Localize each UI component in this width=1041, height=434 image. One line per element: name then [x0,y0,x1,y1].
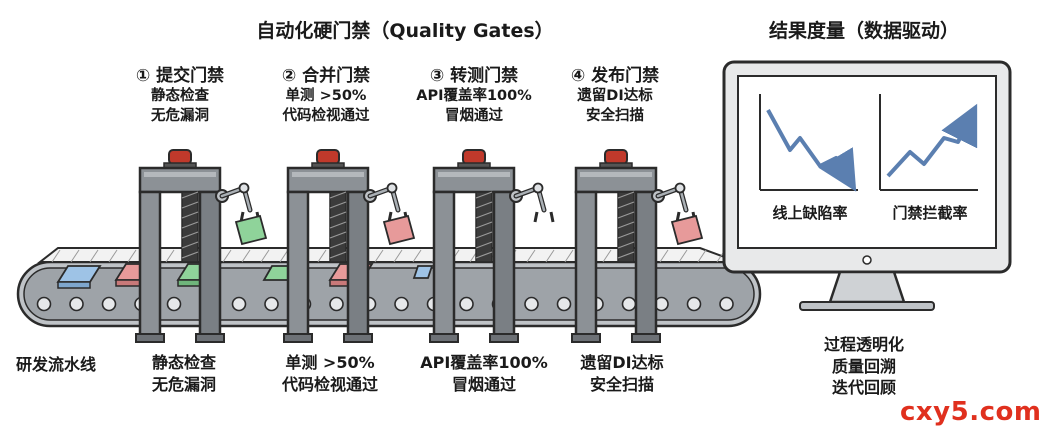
roller [36,296,52,312]
belt-stripe [279,249,289,263]
gate-criteria: 代码检视通过 [281,374,379,394]
gate-criteria: 代码检视通过 [282,107,370,124]
gate-bottom-merge: 单测 >50% 代码检视通过 [282,352,378,395]
monitor-stand [828,270,906,304]
roller [329,296,344,312]
gripper-claw [533,211,555,223]
gate-machine [283,149,416,343]
package-blue [412,265,434,279]
gate-criteria: 安全扫描 [589,374,654,394]
benefit-item: 过程透明化 [823,335,905,354]
gate-bottom-commit: 静态检查 无危漏洞 [152,352,216,395]
gate-title: ④ 发布门禁 [570,66,660,86]
beacon-light [604,149,628,165]
belt-stripe [89,249,99,263]
gate-criteria: 单测 >50% [285,353,375,372]
belt-stripe [165,249,175,263]
benefit-item: 迭代回顾 [831,378,897,398]
roller [264,296,279,312]
benefits-list: 过程透明化 质量回溯 迭代回顾 [824,334,904,399]
benefit-item: 质量回溯 [831,356,897,376]
gate-machine [571,149,704,343]
gate-label-test: ③ 转测门禁 API覆盖率100% 冒烟通过 [416,66,532,126]
chart-intercept-rate [879,94,978,191]
gate-criteria: 单测 >50% [285,88,367,105]
roller [719,296,734,312]
watermark: cxy5.com [900,397,1041,427]
belt-stripe [526,249,536,263]
gate-machines [135,149,704,343]
belt-stripe [412,249,422,263]
belt-stripe [127,249,137,263]
roller [231,296,247,312]
trend-up-arrow [886,103,978,178]
gate-label-release: ④ 发布门禁 遗留DI达标 安全扫描 [571,66,659,126]
gate-criteria: 冒烟通过 [444,107,503,124]
roller [459,296,474,312]
gate-title: ③ 转测门禁 [429,66,519,86]
gate-criteria: API覆盖率100% [416,88,532,105]
beacon-light [316,149,340,165]
gate-label-commit: ① 提交门禁 静态检查 无危漏洞 [136,66,224,126]
roller [524,296,539,312]
pipeline-label: 研发流水线 [16,355,97,374]
section-title-gates: 自动化硬门禁（Quality Gates） [256,20,554,42]
belt-stripe [678,249,688,263]
belt-stripe [108,249,118,263]
beacon-light [168,149,192,165]
beacon-light [462,149,486,165]
roller [166,296,182,312]
chart-label-intercept-rate: 门禁拦截率 [892,204,968,222]
power-indicator [862,255,872,265]
roller [101,296,117,312]
held-package [670,214,704,246]
belt-stripe [393,249,403,263]
chart-defect-rate [759,94,858,192]
gate-criteria: 静态检查 [151,88,209,105]
roller [69,296,84,312]
chart-label-defect-rate: 线上缺陷率 [772,204,848,222]
gate-criteria: 冒烟通过 [451,374,516,394]
roller [621,296,637,312]
section-title-metrics: 结果度量（数据驱动） [768,20,960,42]
gate-criteria: 遗留DI达标 [577,88,653,105]
gate-machine [429,149,555,343]
gate-bottom-release: 遗留DI达标 安全扫描 [580,352,663,395]
gate-label-merge: ② 合并门禁 单测 >50% 代码检视通过 [282,66,370,126]
monitor [722,60,1012,311]
gate-title: ① 提交门禁 [135,66,225,86]
gate-bottom-test: API覆盖率100% 冒烟通过 [420,352,548,395]
gate-criteria: 无危漏洞 [151,107,209,124]
belt-stripe [70,249,80,263]
gate-criteria: API覆盖率100% [420,353,548,372]
monitor-base [799,301,935,311]
package-blue [56,265,102,289]
roller [686,296,702,312]
gate-criteria: 安全扫描 [586,107,644,124]
gate-title: ② 合并门禁 [281,66,371,86]
belt-stripe [564,249,574,263]
held-package [234,214,268,246]
trend-down-arrow [766,109,857,192]
belt-stripe [317,249,327,263]
held-package [382,214,416,246]
gate-machine [135,149,268,343]
roller [556,296,572,312]
gate-criteria: 遗留DI达标 [580,353,664,372]
belt-stripe [602,249,612,263]
belt-stripe [241,249,251,263]
gate-criteria: 静态检查 [151,353,217,372]
belt-stripe [222,249,232,263]
belt-stripe [697,249,707,263]
roller [394,296,409,312]
belt-stripe [260,249,270,263]
gate-criteria: 无危漏洞 [151,374,217,394]
belt-stripe [659,249,669,263]
belt-stripe [374,249,384,263]
belt-stripe [51,249,61,263]
belt-stripe [545,249,555,263]
